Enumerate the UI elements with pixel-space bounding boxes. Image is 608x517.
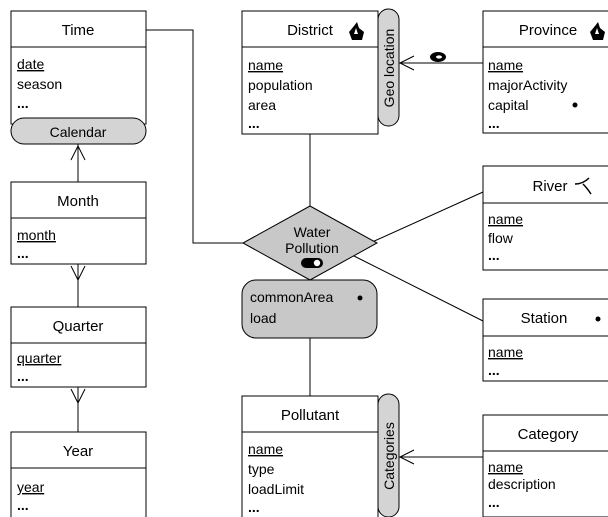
entity-title: Quarter [53, 318, 104, 335]
attribute-more: ... [488, 115, 500, 131]
connector-pollution-station [353, 255, 484, 322]
attribute-key: name [488, 344, 523, 360]
connectors [70, 29, 484, 465]
entity-district[interactable]: District name population area ... [241, 10, 379, 135]
entity-title: Station [521, 310, 568, 327]
topological-icon [301, 258, 323, 268]
relationship-attribute: load [250, 310, 276, 326]
attribute-key: name [248, 57, 283, 73]
attribute-more: ... [248, 499, 260, 515]
attribute-more: ... [17, 497, 29, 513]
attribute: capital [488, 97, 528, 113]
attribute-key: name [488, 459, 523, 475]
relationship-water-pollution[interactable]: Water Pollution [241, 205, 379, 281]
hierarchy-categories[interactable]: Categories [377, 393, 400, 517]
entity-title: District [287, 22, 334, 39]
entity-title: Year [63, 443, 93, 460]
connector-pollution-river [369, 191, 484, 244]
attribute-more: ... [488, 362, 500, 378]
attribute-more: ... [488, 494, 500, 510]
line-icon [574, 177, 592, 195]
relationship-label-line2: Pollution [285, 240, 339, 256]
attribute-key: month [17, 227, 56, 243]
attribute: season [17, 76, 62, 92]
relationship-attribute: commonArea [250, 289, 333, 305]
point-icon [572, 102, 578, 108]
entity-title: River [532, 178, 567, 195]
entity-title: Month [57, 193, 99, 210]
crowfoot-quarter [70, 388, 86, 405]
hierarchy-label: Calendar [50, 124, 107, 140]
hierarchy-label: Categories [381, 422, 397, 490]
attribute-more: ... [248, 115, 260, 131]
entity-province[interactable]: Province name majorActivity capital ... [482, 10, 608, 134]
attribute-more: ... [17, 368, 29, 384]
entity-title: Pollutant [281, 407, 340, 424]
attribute-more: ... [17, 245, 29, 261]
entity-title: Time [62, 22, 95, 39]
hierarchy-label: Geo location [381, 29, 397, 108]
entity-time[interactable]: Time date season ... [10, 10, 147, 125]
entity-title: Category [518, 426, 579, 443]
entity-river[interactable]: River name flow ... [482, 165, 608, 271]
crowfoot-month [70, 265, 86, 282]
entity-month[interactable]: Month month ... [10, 181, 147, 265]
attribute-key: name [488, 57, 523, 73]
crowfoot-geo [398, 55, 415, 71]
entity-station[interactable]: Station name ... [482, 298, 608, 382]
surface-icon [349, 22, 364, 40]
point-icon [595, 316, 601, 322]
attribute-key: quarter [17, 350, 62, 366]
attribute-key: year [17, 479, 45, 495]
entity-quarter[interactable]: Quarter quarter ... [10, 306, 147, 388]
attribute: majorActivity [488, 77, 567, 93]
entity-title: Province [519, 22, 577, 39]
crowfoot-categories [398, 449, 415, 465]
attribute-key: name [248, 441, 283, 457]
attribute: flow [488, 230, 514, 246]
crowfoot-calendar [70, 144, 86, 161]
attribute-more: ... [488, 247, 500, 263]
hierarchy-calendar[interactable]: Calendar [10, 117, 147, 145]
relationship-attributes[interactable]: commonArea load [241, 279, 378, 339]
connector-time-pollution [146, 29, 243, 244]
attribute: type [248, 461, 275, 477]
hierarchy-geo-location[interactable]: Geo location [377, 8, 400, 127]
topological-icon [430, 52, 446, 62]
entity-pollutant[interactable]: Pollutant name type loadLimit ... [241, 395, 379, 517]
attribute-more: ... [17, 95, 29, 111]
surface-icon [590, 22, 605, 40]
attribute: description [488, 476, 556, 492]
entity-year[interactable]: Year year ... [10, 431, 147, 517]
entity-category[interactable]: Category name description ... [482, 414, 608, 517]
attribute-key: name [488, 211, 523, 227]
attribute: loadLimit [248, 481, 304, 497]
attribute: population [248, 77, 313, 93]
relationship-label-line1: Water [294, 224, 331, 240]
attribute-key: date [17, 56, 44, 72]
attribute: area [248, 97, 276, 113]
point-icon [357, 295, 363, 301]
